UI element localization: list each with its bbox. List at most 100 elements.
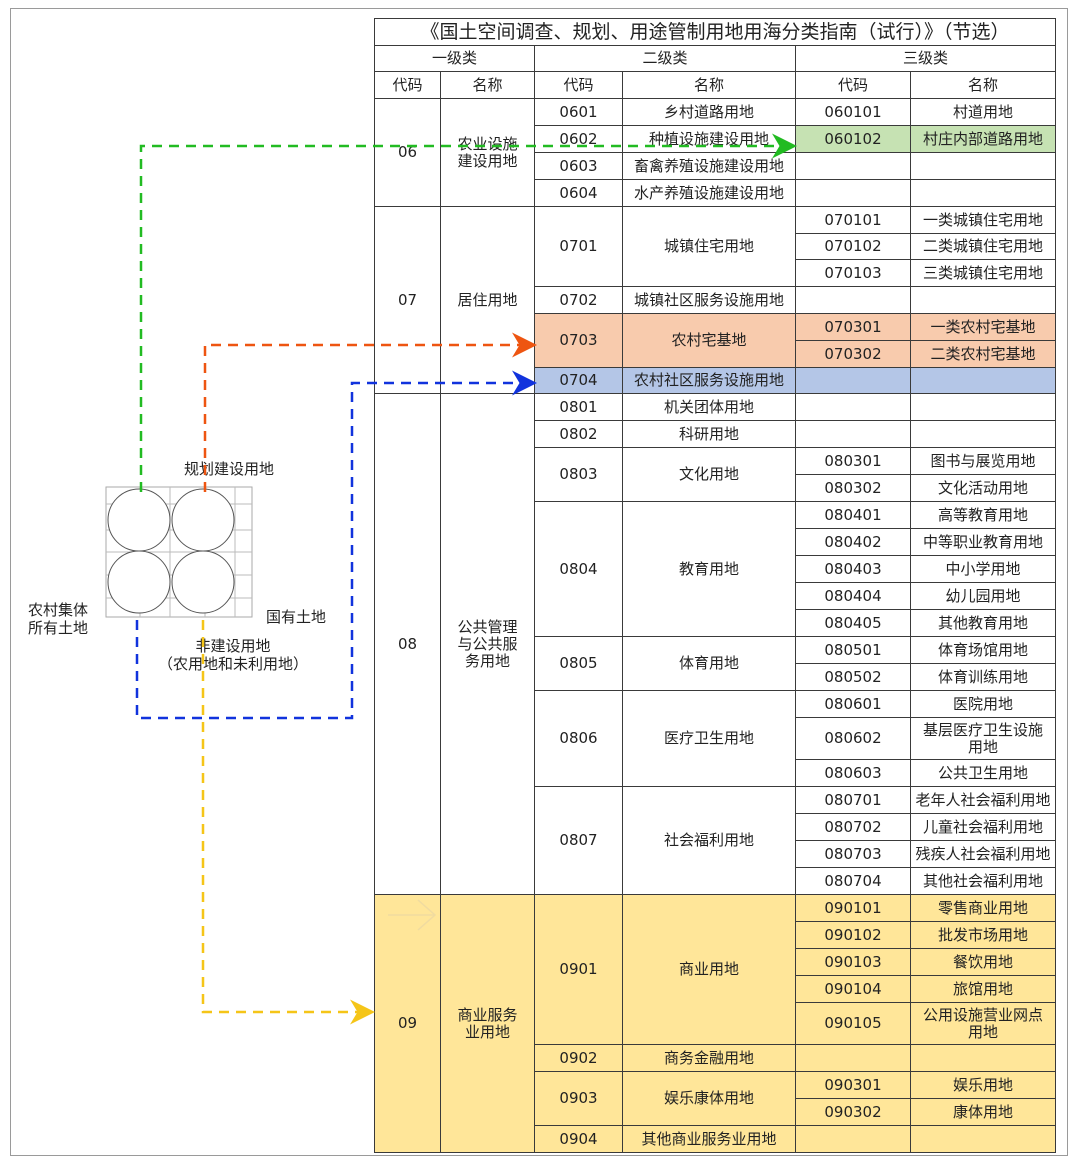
level2-name: 商务金融用地 [622,1044,796,1072]
level3-name: 高等教育用地 [909,501,1057,529]
level3-name: 康体用地 [909,1098,1057,1126]
level3-code: 080403 [795,555,911,583]
level2-name: 文化用地 [622,447,796,502]
level1-header: 一级类 [374,45,535,72]
level3-name: 医院用地 [909,690,1057,718]
name-header: 名称 [909,71,1057,99]
circle-label-homestead: 村民 宅基地 [184,508,221,535]
level2-code: 0805 [534,636,623,691]
level3-code: 080603 [795,759,911,787]
level2-name: 城镇住宅用地 [622,206,796,287]
level3-name: 娱乐用地 [909,1071,1057,1099]
level3-code: 080404 [795,582,911,610]
level3-code: 090302 [795,1098,911,1126]
level3-code: 090101 [795,894,911,922]
level3-name: 三类城镇住宅用地 [909,259,1057,287]
level1-name: 农业设施 建设用地 [440,98,535,207]
column-header-row: 代码 名称 代码 名称 代码 名称 [374,71,1057,99]
level3-name: 残疾人社会福利用地 [909,840,1057,868]
level3-name: 其他社会福利用地 [909,867,1057,895]
level1-name: 公共管理 与公共服 务用地 [440,393,535,895]
level2-code: 0803 [534,447,623,502]
level2-name: 商业用地 [622,894,796,1045]
circle-label-public: 公益性 建设用地 [114,569,163,596]
level2-name: 机关团体用地 [622,393,796,421]
level3-code: 090301 [795,1071,911,1099]
level3-name: 文化活动用地 [909,474,1057,502]
level3-name: 体育场馆用地 [909,636,1057,664]
level2-name: 水产养殖设施建设用地 [622,179,796,207]
level2-code: 0704 [534,367,623,394]
level2-name: 娱乐康体用地 [622,1071,796,1126]
level3-code: 090103 [795,948,911,976]
code-header: 代码 [534,71,623,99]
level3-code: 080302 [795,474,911,502]
level2-code: 0806 [534,690,623,787]
level2-code: 0701 [534,206,623,287]
level2-code: 0804 [534,501,623,637]
table-title: 《国土空间调查、规划、用途管制用地用海分类指南（试行）》（节选） [373,18,1057,46]
level3-name: 其他教育用地 [909,609,1057,637]
level3-name: 幼儿园用地 [909,582,1057,610]
level2-name: 医疗卫生用地 [622,690,796,787]
level3-name: 餐饮用地 [909,948,1057,976]
level3-name [909,286,1057,314]
level3-name [909,1044,1057,1072]
circle-label-business: 经营性 建设用地 [178,569,227,596]
code-header: 代码 [795,71,911,99]
level3-name: 图书与展览用地 [909,447,1057,475]
level3-code: 080501 [795,636,911,664]
level2-name: 城镇社区服务设施用地 [622,286,796,314]
level3-name [909,420,1057,448]
level3-name: 零售商业用地 [909,894,1057,922]
level3-name: 村庄内部道路用地 [909,125,1057,153]
level3-code [795,152,911,180]
level3-code: 070101 [795,206,911,234]
level-header-row: 一级类 二级类 三级类 [374,45,1057,72]
circle-label-roads: 道路广场 用地 [114,508,163,535]
level3-name: 一类农村宅基地 [909,313,1057,341]
level3-name: 一类城镇住宅用地 [909,206,1057,234]
level3-code: 060102 [795,125,911,153]
level3-code: 080703 [795,840,911,868]
level3-code: 080402 [795,528,911,556]
level2-header: 二级类 [534,45,796,72]
level3-code [795,420,911,448]
level2-code: 0601 [534,98,623,126]
code-header: 代码 [374,71,441,99]
level2-name: 其他商业服务业用地 [622,1125,796,1153]
level2-name: 科研用地 [622,420,796,448]
level3-code: 090104 [795,975,911,1003]
level3-code: 070302 [795,340,911,368]
level1-code: 09 [374,894,441,1153]
level3-code: 080701 [795,786,911,814]
level3-code [795,286,911,314]
level3-name: 儿童社会福利用地 [909,813,1057,841]
level3-code: 080602 [795,717,911,760]
level3-header: 三级类 [794,45,1057,72]
level3-code [795,1125,911,1153]
level2-code: 0904 [534,1125,623,1153]
